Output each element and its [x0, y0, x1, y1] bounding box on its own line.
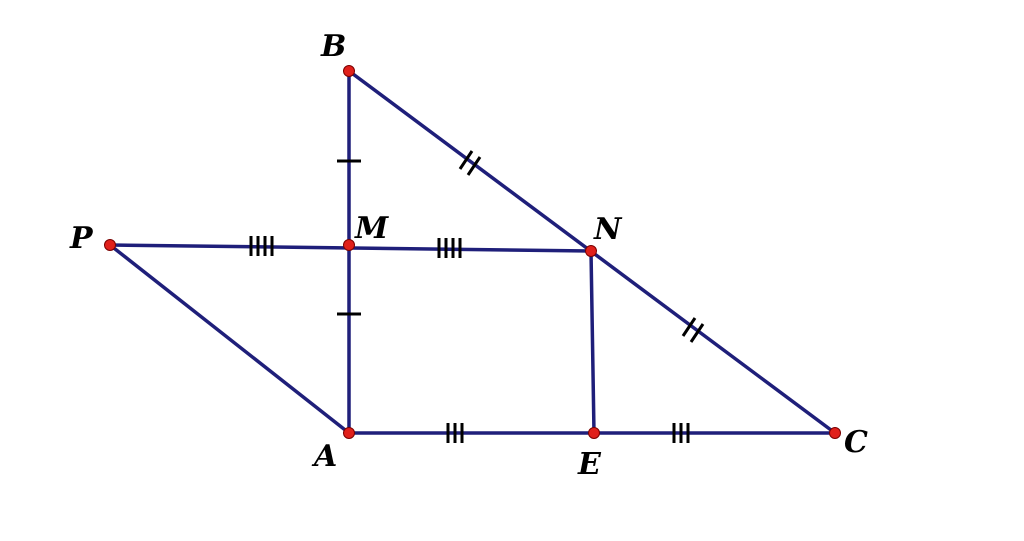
point-B: [343, 65, 355, 77]
tick-mark-NC: [681, 317, 705, 343]
point-C: [829, 427, 841, 439]
label-E: E: [577, 447, 602, 482]
label-C: C: [844, 425, 868, 460]
point-A: [343, 427, 355, 439]
label-N: N: [593, 212, 623, 247]
tick-mark-EC: [672, 423, 690, 443]
tick-mark-MN: [437, 238, 462, 258]
point-N: [585, 245, 597, 257]
label-B: B: [320, 29, 346, 64]
segment-PA: [108, 243, 351, 435]
tick-mark-AE: [446, 423, 464, 443]
point-M: [343, 239, 355, 251]
tick-mark-PM: [249, 236, 274, 256]
label-M: M: [354, 211, 389, 246]
label-A: A: [311, 439, 337, 474]
label-P: P: [69, 221, 94, 256]
segment-NE: [589, 249, 596, 435]
point-P: [104, 239, 116, 251]
tick-mark-BN: [458, 150, 482, 176]
point-E: [588, 427, 600, 439]
